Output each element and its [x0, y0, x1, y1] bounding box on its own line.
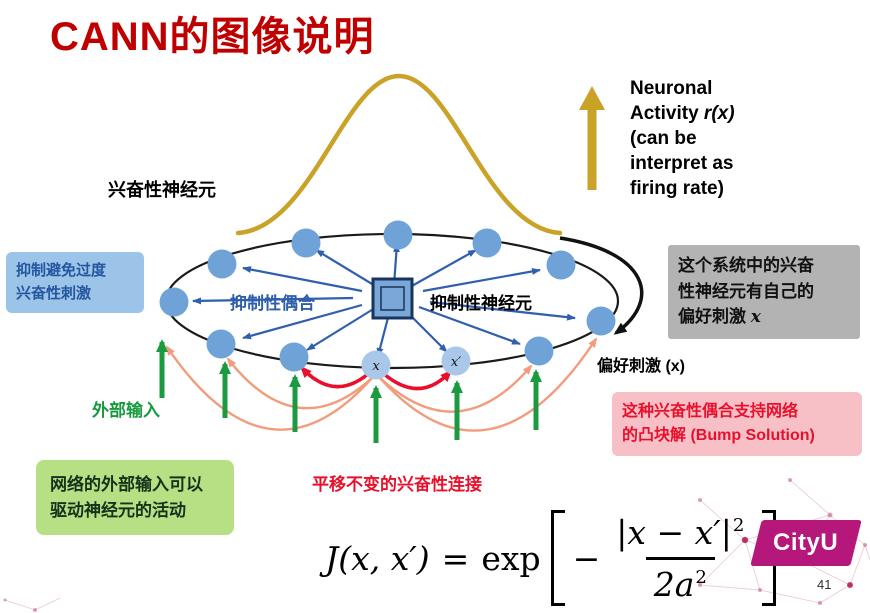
cityu-logo-text: CityU — [773, 529, 839, 556]
formula-left-bracket — [550, 510, 565, 606]
inhibitory-arrow — [418, 305, 521, 346]
activity-note-line: firing rate) — [630, 178, 724, 200]
neuron-circle — [206, 329, 236, 359]
formula-numerator-exp: 2 — [732, 514, 745, 536]
inhibitory-arrow — [429, 300, 576, 321]
callout-line: 这个系统中的兴奋 — [678, 256, 814, 275]
formula-lhs: J(x, x′) — [325, 538, 430, 578]
callout-line: 网络的外部输入可以 — [50, 475, 203, 494]
neuron-circle — [207, 249, 237, 279]
activity-note-line: Activity — [630, 103, 704, 125]
slide-title: CANN的图像说明 — [50, 15, 375, 59]
neuronal-activity-arrowhead — [579, 86, 605, 110]
callout-line: 抑制避免过度 — [16, 262, 107, 279]
inhibitory-coupling-label: 抑制性偶合 — [230, 294, 315, 313]
neuron-circle — [291, 228, 321, 258]
formula-fraction: |x − x′|2 2a2 — [608, 513, 752, 604]
formula-minus: − — [572, 538, 601, 578]
formula-denominator: 2a — [653, 564, 695, 604]
neuron-circle — [472, 228, 502, 258]
inhibitory-arrows — [192, 243, 576, 357]
neuron-circle — [383, 220, 413, 250]
neuron-x-label: x — [372, 359, 380, 374]
excitatory-arc — [299, 365, 370, 389]
excitatory-arc — [226, 357, 375, 410]
bump-solution-callout: 这种兴奋性偶合支持网络 的凸块解 (Bump Solution) — [612, 392, 862, 456]
formula-numerator: |x − x′| — [616, 512, 732, 552]
callout-line: 兴奋性刺激 — [16, 284, 92, 302]
neuron-circle-x — [361, 350, 391, 380]
inhibitory-arrow — [422, 267, 541, 293]
neuron-circle — [279, 342, 309, 372]
neuron-circle-x-prime — [441, 346, 471, 376]
formula-exp: exp — [481, 538, 541, 578]
formula-denominator-exp: 2 — [695, 566, 707, 588]
excitatory-arcs-near — [299, 365, 453, 391]
activity-note-line: (can be — [630, 128, 697, 150]
activity-note-rx: r(x) — [703, 103, 735, 125]
excitatory-arcs-far — [165, 337, 598, 432]
excitatory-arc — [165, 345, 373, 431]
inhibitory-neuron-inner — [380, 286, 405, 311]
gaussian-activity-curve — [235, 73, 563, 236]
inhibition-callout: 抑制避免过度 兴奋性刺激 — [6, 252, 144, 313]
callout-line: 的凸块解 (Bump Solution) — [622, 427, 815, 444]
excitatory-arc — [382, 369, 453, 391]
callout-line: 这种兴奋性偶合支持网络 — [622, 403, 799, 420]
callout-line: 偏好刺激 — [678, 307, 751, 326]
page-number: 41 — [817, 577, 832, 592]
inhibitory-arrow — [306, 307, 376, 351]
callout-line: 驱动神经元的活动 — [50, 500, 186, 520]
neuron-circle — [159, 287, 189, 317]
coupling-formula: J(x, x′) = exp − |x − x′|2 2a2 — [325, 510, 777, 606]
neuron-circle — [546, 250, 576, 280]
formula-equals: = — [441, 538, 470, 578]
ring-rotation-arrow — [559, 236, 644, 335]
activity-note-line: Neuronal — [630, 78, 713, 99]
inhibitory-arrow — [242, 303, 363, 340]
inhibitory-neuron-square — [371, 277, 414, 320]
neuron-circle — [524, 336, 554, 366]
inhibitory-arrow — [242, 266, 363, 293]
inhibitory-arrow — [192, 296, 354, 305]
excitatory-arc — [379, 337, 598, 432]
external-input-label: 外部输入 — [92, 401, 160, 420]
neuronal-activity-note: Neuronal Activity r(x) (can be interpret… — [630, 76, 855, 201]
inhibitory-arrow — [315, 249, 378, 288]
inhibitory-arrow — [409, 249, 477, 288]
excitatory-neurons — [159, 220, 616, 380]
inhibitory-neuron-label: 抑制性神经元 — [430, 294, 532, 313]
neuron-circle — [586, 306, 616, 336]
callout-x: x — [750, 307, 761, 327]
external-input-arrows — [156, 339, 542, 443]
neuron-x-prime-label: x′ — [451, 355, 461, 370]
preferred-stimulus-label: 偏好刺激 (x) — [597, 358, 686, 375]
external-input-callout: 网络的外部输入可以 驱动神经元的活动 — [36, 460, 234, 535]
callout-line: 性神经元有自己的 — [678, 281, 814, 301]
activity-note-line: interpret as — [630, 153, 734, 175]
preference-callout: 这个系统中的兴奋 性神经元有自己的 偏好刺激 x — [668, 245, 860, 339]
translation-invariant-label: 平移不变的兴奋性连接 — [312, 475, 482, 494]
excitatory-neurons-label: 兴奋性神经元 — [108, 180, 216, 200]
cityu-logo: CityU — [750, 520, 862, 566]
